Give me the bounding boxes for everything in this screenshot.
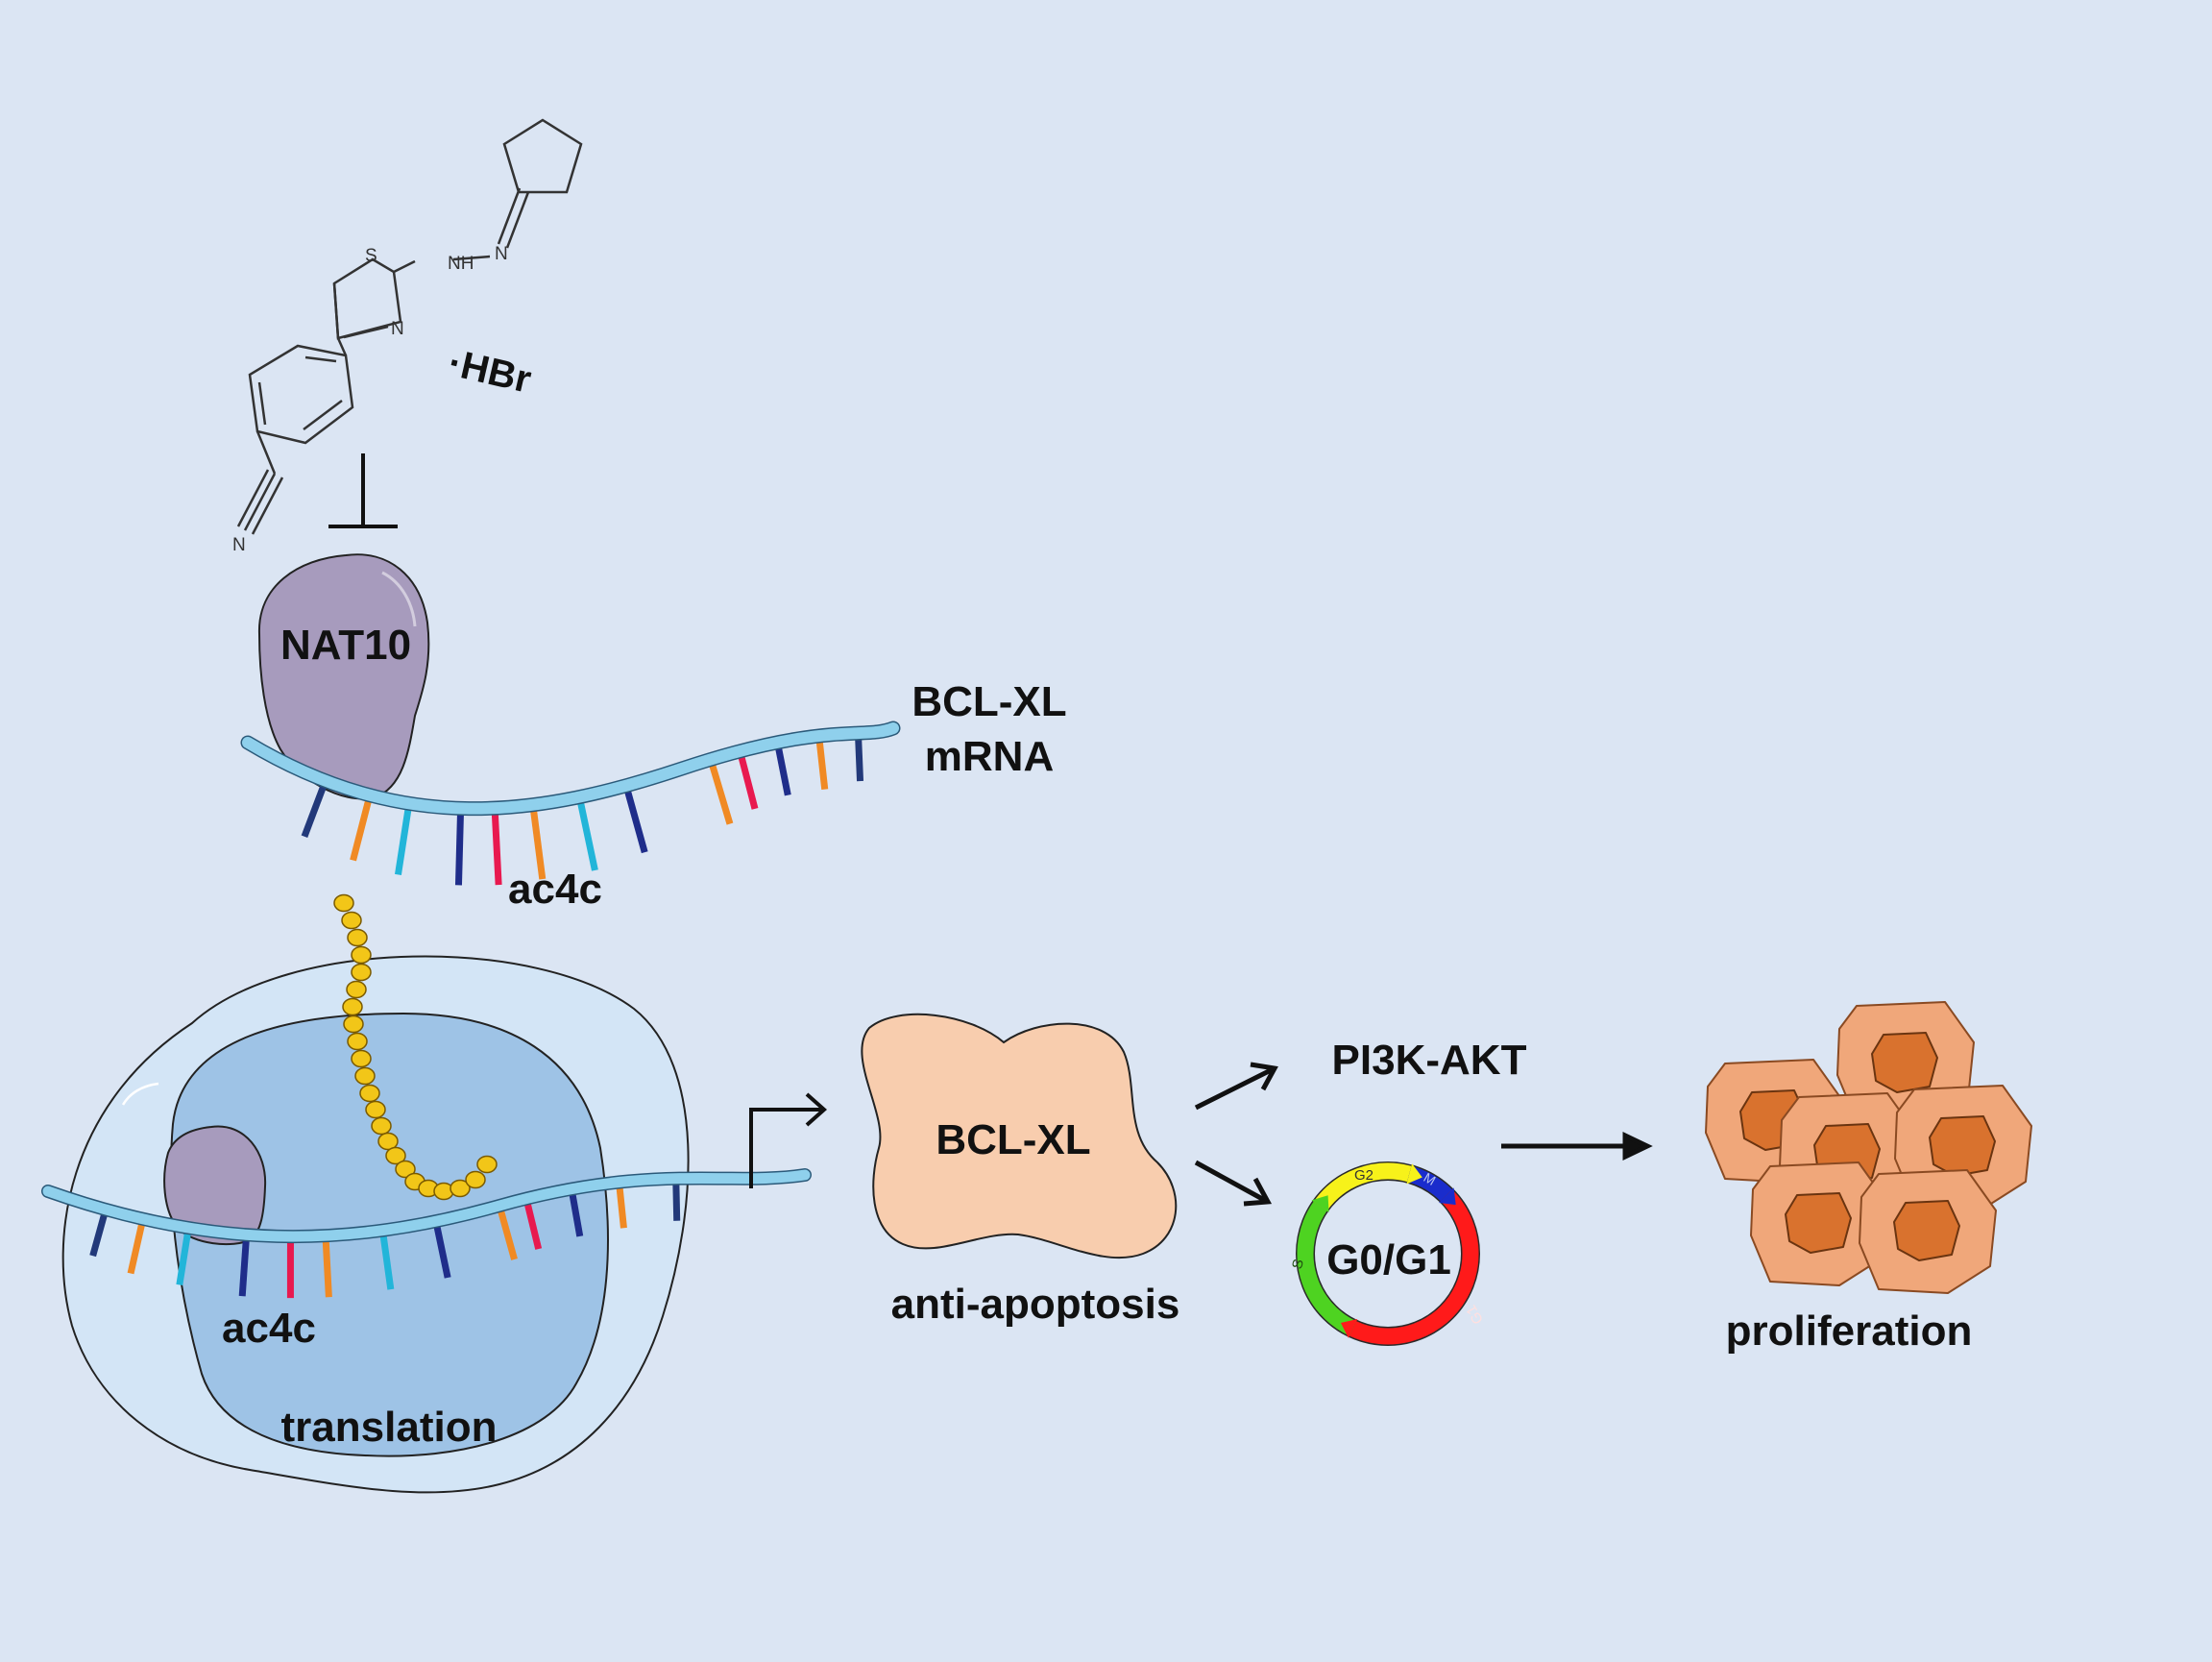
translation-label: translation bbox=[281, 1404, 498, 1451]
ac4c-mark bbox=[326, 1235, 328, 1297]
amino-acid bbox=[344, 1016, 363, 1033]
atom-s: S bbox=[365, 246, 377, 266]
cell bbox=[1860, 1170, 1996, 1293]
cell-nucleus bbox=[1894, 1201, 1959, 1260]
phase-g2-label: G2 bbox=[1354, 1167, 1373, 1184]
cell-nucleus bbox=[1930, 1116, 1995, 1176]
cell-nucleus bbox=[1872, 1033, 1937, 1092]
amino-acid bbox=[366, 1102, 385, 1118]
ac4c-mark bbox=[620, 1183, 624, 1229]
amino-acid bbox=[342, 913, 361, 929]
mrna-label-line2: mRNA bbox=[925, 733, 1054, 780]
cell-cycle-label: G0/G1 bbox=[1326, 1236, 1451, 1283]
amino-acid bbox=[343, 999, 362, 1015]
amino-acid bbox=[355, 1068, 375, 1085]
bcl-xl-label: BCL-XL bbox=[936, 1116, 1090, 1163]
atom-n-ring: N bbox=[391, 319, 404, 339]
ac4c-mark bbox=[458, 808, 460, 885]
proliferation-label: proliferation bbox=[1726, 1308, 1973, 1355]
atom-nh: NH bbox=[448, 254, 474, 274]
amino-acid bbox=[352, 965, 371, 981]
pi3k-akt-label: PI3K-AKT bbox=[1332, 1037, 1527, 1084]
ac4c-mark bbox=[495, 808, 498, 885]
amino-acid bbox=[352, 947, 371, 964]
amino-acid bbox=[352, 1051, 371, 1067]
ac4c-mark bbox=[242, 1234, 246, 1296]
amino-acid bbox=[348, 930, 367, 946]
amino-acid bbox=[466, 1172, 485, 1188]
nat10-label: NAT10 bbox=[280, 622, 411, 669]
amino-acid bbox=[348, 1034, 367, 1050]
cell-nucleus bbox=[1786, 1193, 1851, 1253]
amino-acid bbox=[334, 895, 353, 912]
atom-n-nitrile: N bbox=[232, 535, 246, 555]
amino-acid bbox=[477, 1157, 497, 1173]
ac4c-label-top: ac4c bbox=[508, 866, 602, 913]
mrna-label-line1: BCL-XL bbox=[912, 678, 1066, 725]
ac4c-label-bottom: ac4c bbox=[222, 1305, 316, 1352]
amino-acid bbox=[360, 1086, 379, 1102]
atom-n-hydrazone: N bbox=[495, 244, 508, 264]
anti-apoptosis-label: anti-apoptosis bbox=[891, 1281, 1180, 1328]
amino-acid bbox=[347, 982, 366, 998]
amino-acid bbox=[372, 1118, 391, 1135]
